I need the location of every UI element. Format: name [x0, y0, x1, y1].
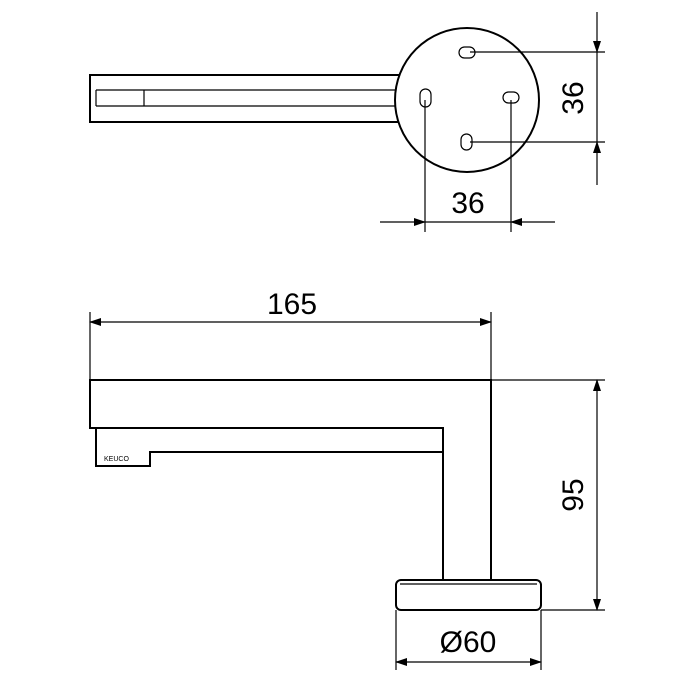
side-body-outline	[89, 379, 492, 581]
side-base-plate	[395, 579, 542, 611]
dim-label-60: Ø60	[440, 626, 497, 659]
top-base-disc	[394, 27, 540, 173]
dim-label-horizontal-36: 36	[451, 187, 484, 220]
side-view: KEUCO 165 95 Ø60	[89, 288, 605, 670]
top-view: 36 36	[89, 12, 605, 232]
side-lower-strip	[95, 428, 443, 467]
dim-label-vertical-36: 36	[557, 81, 590, 114]
top-arm-outline	[89, 74, 411, 123]
brand-mark: KEUCO	[104, 456, 129, 463]
dim-label-165: 165	[267, 288, 317, 321]
dim-label-95: 95	[557, 478, 590, 511]
